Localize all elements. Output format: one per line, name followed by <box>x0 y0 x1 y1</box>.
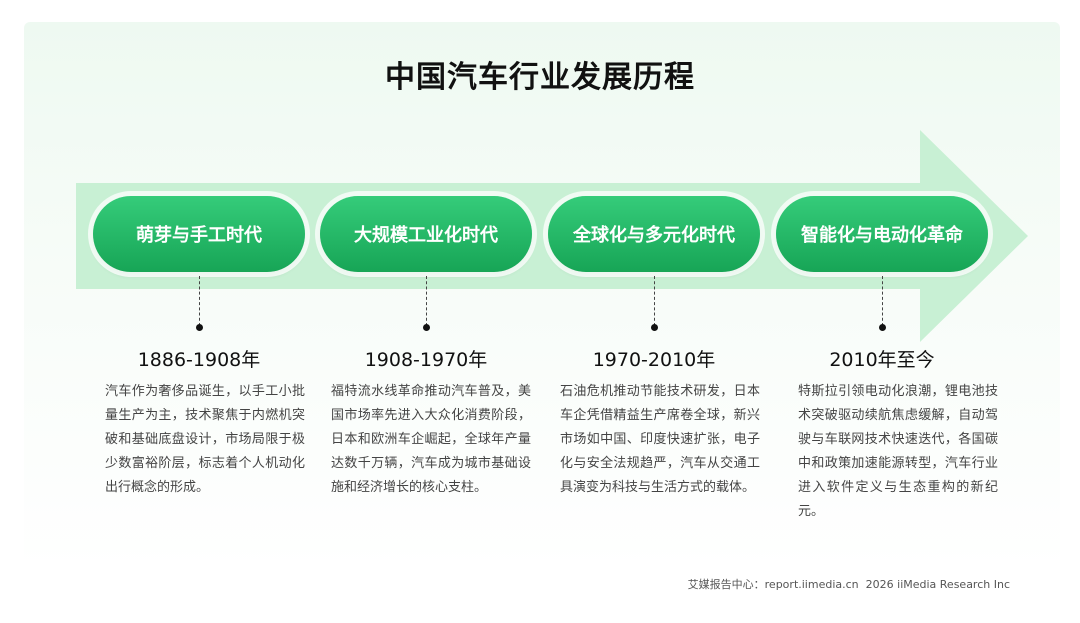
background-panel <box>24 22 1060 570</box>
stage-era-1: 1886-1908年 <box>137 349 261 371</box>
stage-era-3: 1970-2010年 <box>592 349 716 371</box>
stage-label: 全球化与多元化时代 <box>573 225 735 246</box>
stage-description-4: 特斯拉引领电动化浪潮，锂电池技术突破驱动续航焦虑缓解，自动驾驶与车联网技术快速迭… <box>798 384 998 519</box>
stage-pill-1: 萌芽与手工时代 <box>93 196 305 272</box>
stage-dot-4 <box>879 324 886 331</box>
stage-pill-4: 智能化与电动化革命 <box>776 196 988 272</box>
source-footer: 艾媒报告中心：report.iimedia.cn 2026 iiMedia Re… <box>688 576 1010 592</box>
stage-label: 萌芽与手工时代 <box>136 225 262 246</box>
stage-description-2: 福特流水线革命推动汽车普及，美国市场率先进入大众化消费阶段，日本和欧洲车企崛起，… <box>331 384 531 495</box>
stage-connector-2 <box>426 276 427 326</box>
stage-label: 智能化与电动化革命 <box>801 225 963 246</box>
stage-description-1: 汽车作为奢侈品诞生，以手工小批量生产为主，技术聚焦于内燃机突破和基础底盘设计，市… <box>105 384 305 495</box>
stage-dot-3 <box>651 324 658 331</box>
page-title: 中国汽车行业发展历程 <box>385 60 695 95</box>
stage-label: 大规模工业化时代 <box>354 225 498 246</box>
stage-dot-1 <box>196 324 203 331</box>
stage-connector-1 <box>199 276 200 326</box>
stage-description-3: 石油危机推动节能技术研发，日本车企凭借精益生产席卷全球，新兴市场如中国、印度快速… <box>560 384 760 495</box>
stage-pill-2: 大规模工业化时代 <box>320 196 532 272</box>
stage-dot-2 <box>423 324 430 331</box>
stage-era-4: 2010年至今 <box>829 349 935 371</box>
footer-source: 艾媒报告中心：report.iimedia.cn <box>687 578 859 591</box>
footer-copyright: 2026 iiMedia Research Inc <box>865 578 1010 591</box>
stage-connector-4 <box>882 276 883 326</box>
stage-pill-3: 全球化与多元化时代 <box>548 196 760 272</box>
stage-connector-3 <box>654 276 655 326</box>
stage-era-2: 1908-1970年 <box>364 349 488 371</box>
